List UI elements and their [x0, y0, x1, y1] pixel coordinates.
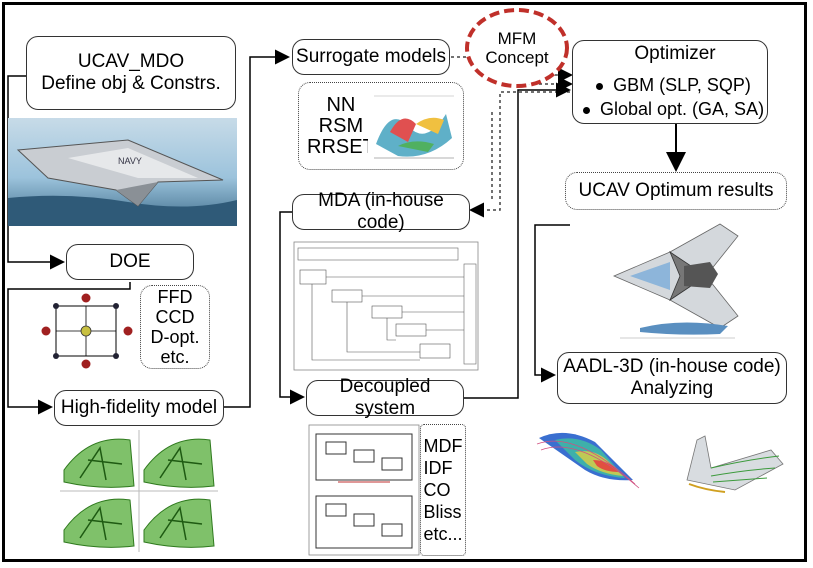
ucav-optimum-results-label: UCAV Optimum results [578, 180, 774, 202]
ucav-mdo-title: UCAV_MDO [77, 51, 185, 73]
mfm-concept-ellipse [465, 8, 569, 88]
ucav-optimum-results-box: UCAV Optimum results [565, 172, 787, 210]
ucav-mdo-subtitle: Define obj & Constrs. [41, 73, 221, 94]
mfm-subtitle: Concept [485, 48, 549, 67]
doe-method-ccd: CCD [155, 307, 195, 327]
ucav-planform-figure [612, 223, 739, 339]
mda-label: MDA (in-house code) [318, 190, 444, 233]
aero-analysis-images [536, 432, 784, 493]
surrogate-models-label: Surrogate models [296, 46, 446, 68]
cfd-mesh-images [60, 430, 218, 552]
optimizer-item-global: Global opt. (GA, SA) [600, 98, 765, 119]
ucav-aircraft-photo: NAVY [8, 118, 237, 226]
doe-label: DOE [109, 251, 151, 273]
optimizer-title: Optimizer [634, 43, 716, 65]
bullet-icon [583, 106, 590, 114]
aadl-3d-box: AADL-3D (in-house code) Analyzing [557, 352, 787, 404]
optimizer-item-gbm: GBM (SLP, SQP) [613, 74, 751, 95]
doe-design-points-figure [41, 293, 133, 369]
doe-methods-box: FFD CCD D-opt. etc. [140, 285, 210, 369]
surrogate-method-rrset: RRSET [307, 135, 375, 158]
high-fidelity-box: High-fidelity model [54, 390, 224, 426]
doe-box: DOE [66, 244, 194, 280]
aadl-3d-subtitle: Analyzing [630, 378, 714, 399]
response-surface-plot [368, 86, 460, 166]
decoupled-system-label: Decoupled system [339, 376, 431, 419]
surrogate-method-nn: NN [326, 93, 356, 116]
high-fidelity-label: High-fidelity model [60, 397, 218, 419]
coupled-decoupled-figure [308, 424, 420, 556]
mfm-title: MFM [497, 29, 537, 48]
bullet-icon [596, 82, 604, 90]
doe-method-dopt: D-opt. [150, 327, 200, 347]
aadl-3d-title: AADL-3D (in-house code) [563, 356, 781, 378]
method-etc: etc... [423, 524, 463, 544]
decoupled-system-box: Decoupled system [306, 376, 464, 419]
mfm-concept-label: MFM Concept [466, 8, 568, 88]
surrogate-method-rsm: RSM [318, 114, 364, 137]
optimizer-box: Optimizer GBM (SLP, SQP) Global opt. (GA… [572, 40, 768, 124]
svg-text:NAVY: NAVY [118, 156, 142, 166]
outer-frame [2, 2, 807, 562]
method-bliss: Bliss [423, 502, 462, 522]
doe-method-ffd: FFD [157, 287, 193, 307]
method-idf: IDF [423, 458, 453, 478]
mda-box: MDA (in-house code) [292, 190, 470, 233]
mda-schematic [293, 241, 479, 371]
decoupled-methods-box: MDF IDF CO Bliss etc... [420, 424, 466, 556]
method-mdf: MDF [423, 436, 463, 456]
method-co: CO [423, 480, 451, 500]
doe-method-etc: etc. [160, 347, 190, 367]
ucav-mdo-box: UCAV_MDO Define obj & Constrs. [26, 36, 236, 110]
surrogate-models-box: Surrogate models [292, 39, 450, 75]
